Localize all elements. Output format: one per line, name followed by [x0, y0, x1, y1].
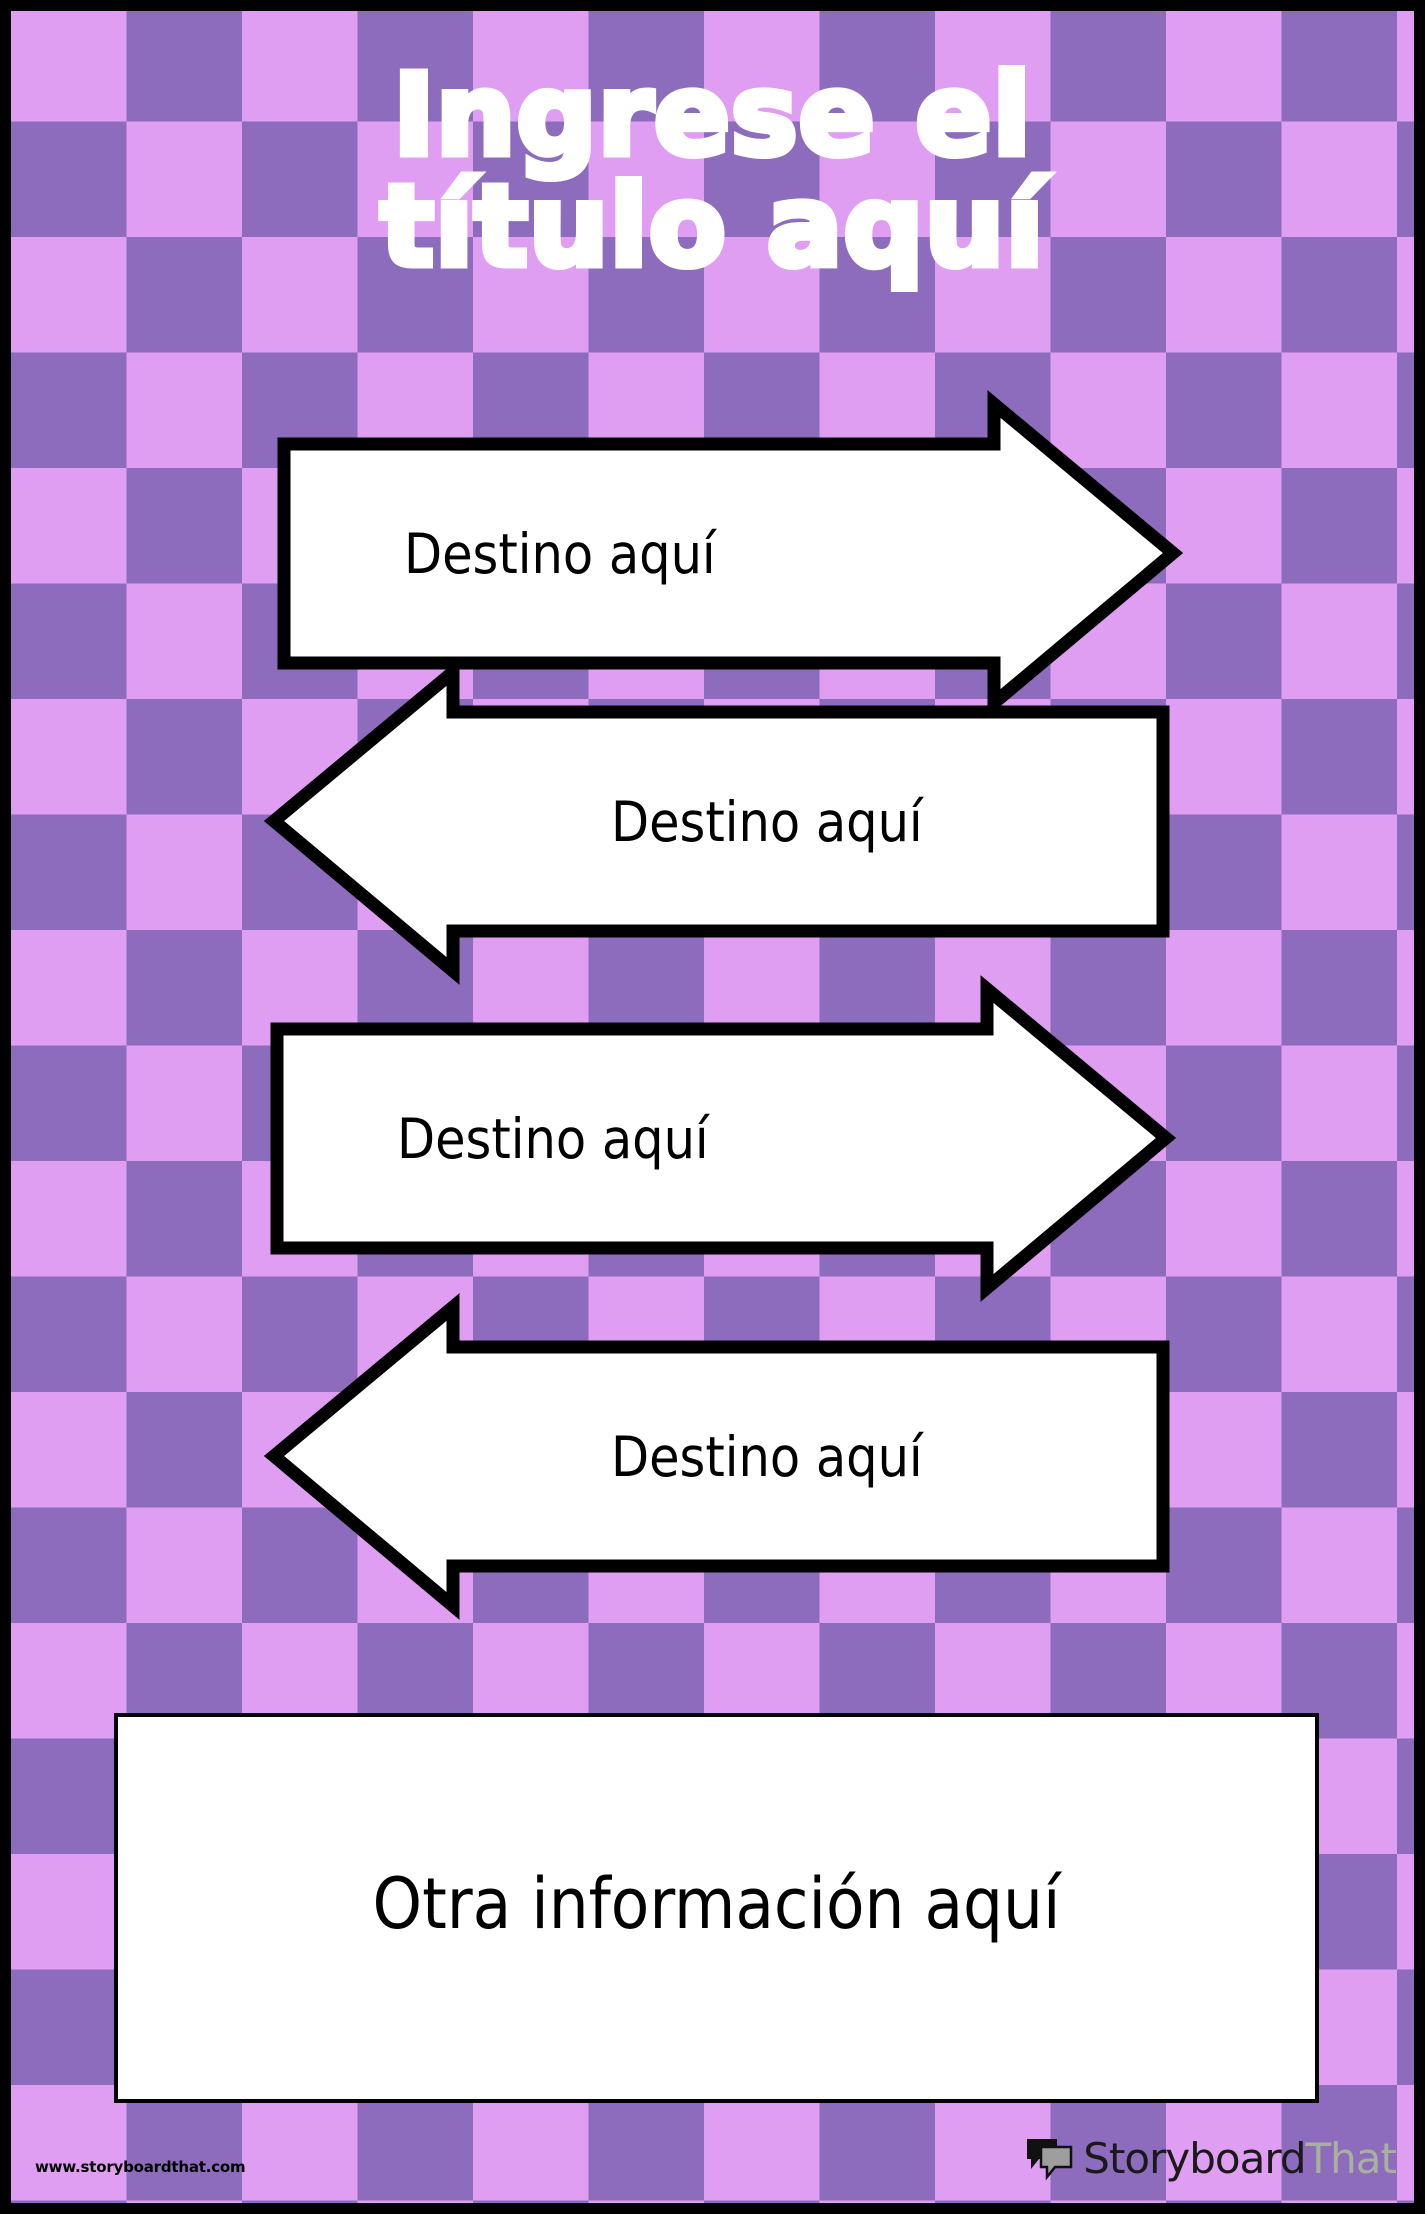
storyboardthat-logo: StoryboardThat [1025, 2137, 1397, 2181]
page-title[interactable]: Ingrese el título aquí [377, 51, 1047, 292]
poster-background: Ingrese el título aquí Destino aquí Dest… [11, 11, 1414, 2203]
speech-bubbles-icon [1025, 2137, 1075, 2181]
arrow-right-icon [270, 975, 1177, 1302]
arrow-label-2[interactable]: Destino aquí [611, 789, 923, 854]
arrow-label-1[interactable]: Destino aquí [404, 521, 716, 586]
info-box[interactable]: Otra información aquí [114, 1713, 1319, 2103]
logo-wordmark: StoryboardThat [1083, 2138, 1397, 2180]
arrow-left-icon [263, 658, 1170, 985]
logo-brand-secondary: That [1305, 2134, 1397, 2183]
arrow-shape-left-2[interactable]: Destino aquí [263, 658, 1171, 985]
arrow-shape-left-4[interactable]: Destino aquí [263, 1293, 1171, 1620]
arrow-right-icon [277, 390, 1184, 717]
arrow-shape-right-1[interactable]: Destino aquí [276, 390, 1184, 717]
logo-brand-primary: Storyboard [1083, 2134, 1306, 2183]
arrow-label-4[interactable]: Destino aquí [611, 1424, 923, 1489]
info-box-text[interactable]: Otra información aquí [372, 1863, 1061, 1945]
arrow-shape-right-3[interactable]: Destino aquí [269, 975, 1177, 1302]
arrow-left-icon [263, 1293, 1170, 1620]
arrow-label-3[interactable]: Destino aquí [397, 1106, 709, 1171]
footer-url: www.storyboardthat.com [35, 2158, 246, 2176]
